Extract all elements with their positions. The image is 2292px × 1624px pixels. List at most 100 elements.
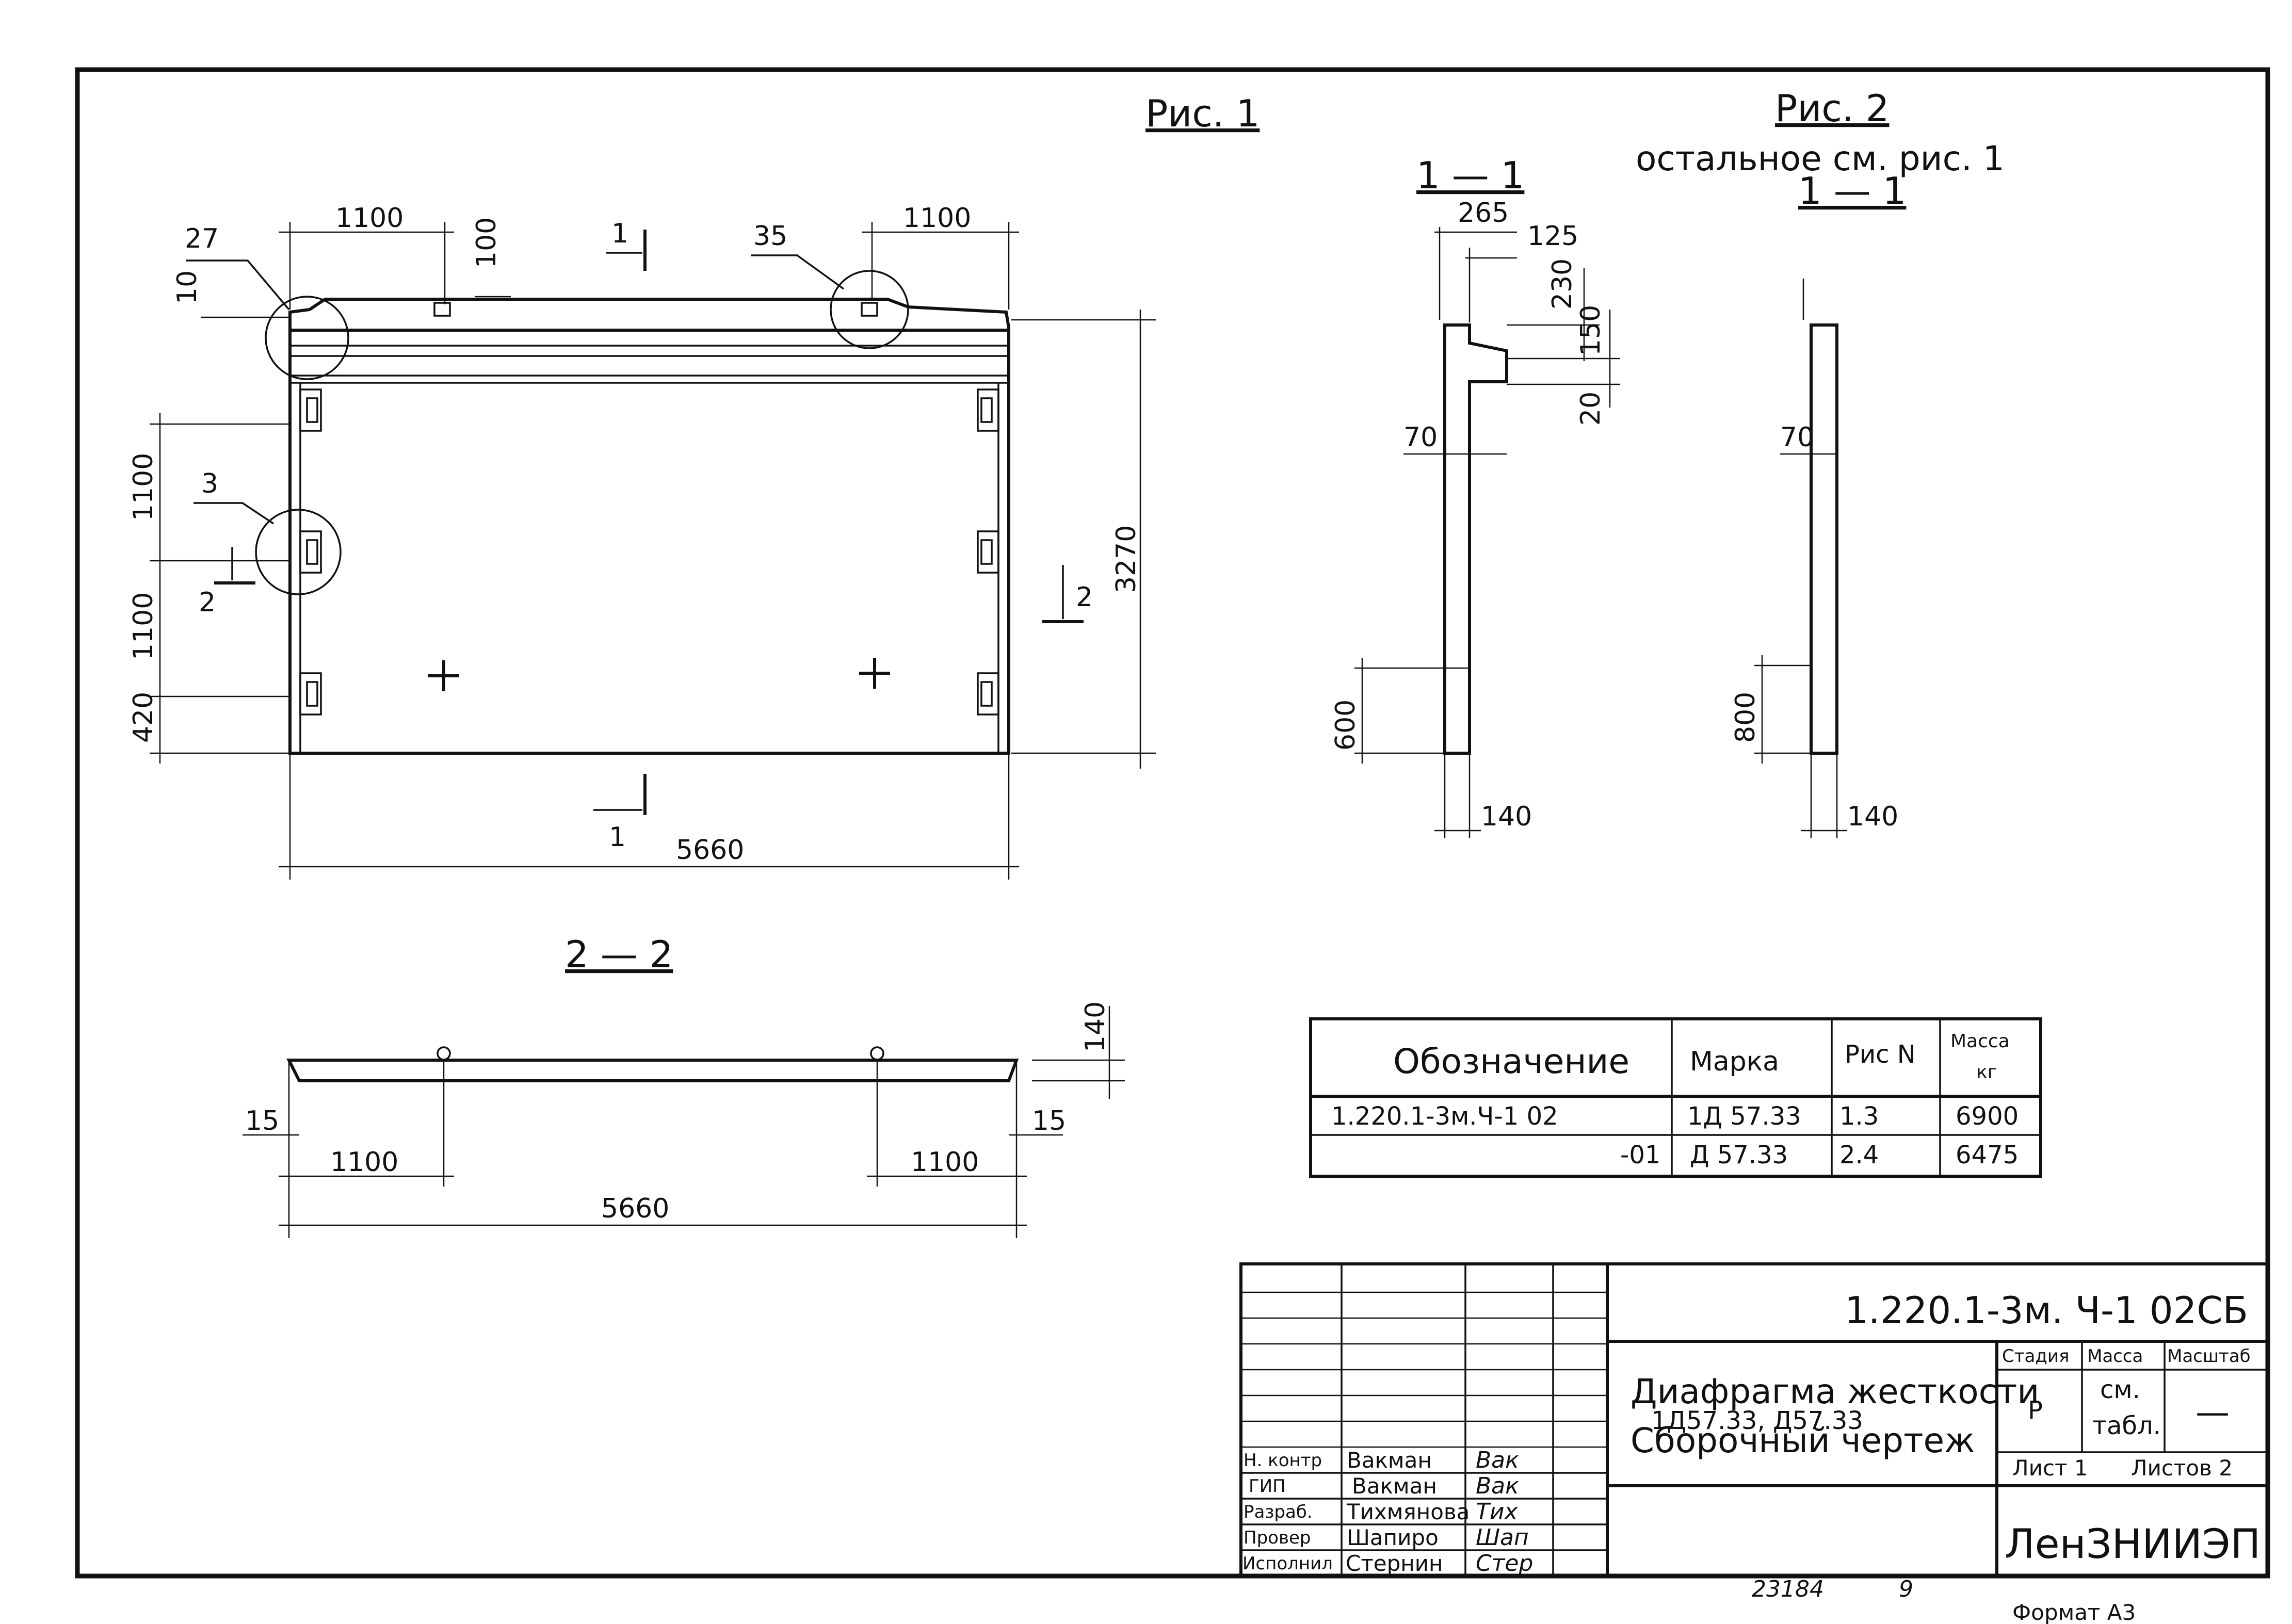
section22-title: 2 — 2 bbox=[565, 933, 673, 976]
svg-text:3270: 3270 bbox=[1111, 525, 1142, 593]
svg-text:5660: 5660 bbox=[601, 1193, 669, 1224]
svg-text:420: 420 bbox=[128, 692, 159, 743]
fig2: Рис. 2 остальное см. рис. 1 1 — 1 70 800… bbox=[1636, 87, 2005, 838]
svg-text:20: 20 bbox=[1575, 392, 1606, 426]
svg-text:125: 125 bbox=[1527, 221, 1578, 252]
fig1-title: Рис. 1 bbox=[1145, 92, 1260, 135]
fig1-panel bbox=[288, 329, 1010, 755]
role-3: Провер bbox=[1244, 1528, 1311, 1548]
section11-left-profile bbox=[1443, 323, 1508, 755]
title-line2: 1Д57.33, Д57.33 bbox=[1651, 1406, 1863, 1435]
svg-text:5660: 5660 bbox=[676, 835, 744, 866]
svg-text:10: 10 bbox=[172, 270, 203, 304]
svg-text:150: 150 bbox=[1575, 305, 1606, 356]
svg-text:100: 100 bbox=[471, 217, 502, 268]
fig2-title: Рис. 2 bbox=[1775, 87, 1889, 130]
spec-r1-fig: 1.3 bbox=[1839, 1102, 1879, 1131]
cross-markers bbox=[428, 658, 890, 691]
spec-r1-mark: 1Д 57.33 bbox=[1687, 1102, 1801, 1131]
sign-1: Вак bbox=[1476, 1473, 1519, 1499]
svg-text:600: 600 bbox=[1330, 700, 1361, 751]
fig1-notch-left bbox=[433, 302, 451, 317]
svg-text:140: 140 bbox=[1080, 1001, 1111, 1052]
svg-text:265: 265 bbox=[1458, 198, 1509, 229]
svg-text:1: 1 bbox=[611, 218, 628, 249]
mass-value1: см. bbox=[2100, 1375, 2140, 1404]
svg-text:2: 2 bbox=[1076, 582, 1093, 613]
scale-value: — bbox=[2196, 1392, 2230, 1432]
spec-h-mass: Масса bbox=[1950, 1031, 2010, 1052]
sign-0: Вак bbox=[1476, 1447, 1519, 1473]
fig1-left-dims: 1100 1100 420 bbox=[128, 413, 290, 764]
fig1-top-beam bbox=[288, 298, 1010, 332]
drawing-code: 1.220.1-3м. Ч-1 02СБ bbox=[1845, 1289, 2248, 1332]
spec-r2-fig: 2.4 bbox=[1839, 1141, 1879, 1170]
role-0: Н. контр bbox=[1244, 1450, 1322, 1471]
callout-3-label: 3 bbox=[201, 468, 218, 499]
role-2: Разраб. bbox=[1244, 1502, 1313, 1522]
fig1-embeds-left bbox=[299, 388, 322, 716]
svg-text:1100: 1100 bbox=[903, 203, 971, 234]
sheet-frame bbox=[75, 67, 2270, 1579]
spec-h-fig: Рис N bbox=[1845, 1040, 1916, 1069]
mass-value2: табл. bbox=[2092, 1411, 2161, 1440]
svg-text:2: 2 bbox=[199, 587, 216, 618]
svg-text:70: 70 bbox=[1780, 422, 1814, 453]
svg-text:15: 15 bbox=[1032, 1106, 1066, 1136]
callout-circle-3 bbox=[255, 509, 342, 595]
leader-35 bbox=[751, 254, 845, 290]
stage-header: Стадия bbox=[2002, 1346, 2069, 1367]
spec-h-designation: Обозначение bbox=[1393, 1042, 1629, 1081]
format-label: Формат А3 bbox=[2012, 1600, 2136, 1624]
spec-r1-mass: 6900 bbox=[1956, 1102, 2019, 1131]
svg-text:140: 140 bbox=[1847, 801, 1898, 832]
svg-text:140: 140 bbox=[1481, 801, 1532, 832]
name-0: Вакман bbox=[1347, 1448, 1432, 1473]
fig1-bottom-dim: 5660 bbox=[279, 753, 1019, 880]
role-1: ГИП bbox=[1249, 1476, 1286, 1497]
fig1-top-dims: 1100 1100 100 10 bbox=[172, 203, 1019, 318]
name-1: Вакман bbox=[1352, 1473, 1437, 1499]
section11-right-profile bbox=[1810, 323, 1838, 755]
title-line3: Сборочный чертеж bbox=[1631, 1421, 1975, 1460]
organization: ЛенЗНИИЭП bbox=[2005, 1521, 2261, 1568]
svg-text:800: 800 bbox=[1730, 692, 1761, 743]
callout-27-label: 27 bbox=[185, 223, 219, 254]
fig1: Рис. 1 27 35 bbox=[128, 92, 1260, 880]
spec-table: Обозначение Марка Рис N Масса кг 1.220.1… bbox=[1309, 1017, 2042, 1178]
svg-text:1100: 1100 bbox=[335, 203, 403, 234]
svg-text:15: 15 bbox=[245, 1106, 279, 1136]
title-block: Н. контр Вакман Вак ГИП Вакман Вак Разра… bbox=[1239, 1262, 2269, 1578]
sheets-total: Листов 2 bbox=[2131, 1455, 2233, 1481]
svg-text:1100: 1100 bbox=[128, 453, 159, 521]
sign-3: Шап bbox=[1476, 1524, 1529, 1551]
svg-text:1100: 1100 bbox=[330, 1147, 398, 1178]
scale-header: Масштаб bbox=[2167, 1346, 2251, 1367]
role-4: Исполнил bbox=[1242, 1553, 1333, 1574]
section11-left: 1 — 1 265 125 230 150 20 70 600 140 bbox=[1330, 154, 1620, 838]
callout-circle-35 bbox=[830, 270, 909, 349]
spec-r1-designation: 1.220.1-3м.Ч-1 02 bbox=[1331, 1102, 1558, 1131]
leader-3 bbox=[193, 502, 274, 525]
name-2: Тихмянова bbox=[1346, 1499, 1470, 1524]
section22-profile bbox=[286, 1059, 1019, 1082]
fig1-right-dim: 3270 bbox=[1011, 310, 1156, 769]
spec-h-mark: Марка bbox=[1690, 1046, 1779, 1077]
spec-h-kg: кг bbox=[1976, 1062, 1997, 1083]
leader-27 bbox=[186, 259, 290, 311]
page-num: 9 bbox=[1899, 1576, 1913, 1602]
svg-text:230: 230 bbox=[1547, 258, 1578, 310]
name-4: Стернин bbox=[1346, 1551, 1443, 1576]
fig1-section-marks: 1 1 2 2 bbox=[199, 218, 1093, 853]
svg-text:70: 70 bbox=[1403, 422, 1438, 453]
section22: 2 — 2 140 15 15 1100 1100 5660 bbox=[243, 933, 1125, 1238]
mass-header: Масса bbox=[2087, 1346, 2143, 1367]
inventory-number: 23184 bbox=[1752, 1576, 1824, 1602]
name-3: Шапиро bbox=[1347, 1525, 1439, 1550]
sign-2: Тих bbox=[1476, 1499, 1518, 1525]
fig1-notch-right bbox=[861, 302, 878, 317]
spec-r2-mark: Д 57.33 bbox=[1690, 1141, 1788, 1170]
callout-35-label: 35 bbox=[753, 221, 787, 252]
fig2-subtitle: остальное см. рис. 1 bbox=[1636, 139, 2005, 178]
